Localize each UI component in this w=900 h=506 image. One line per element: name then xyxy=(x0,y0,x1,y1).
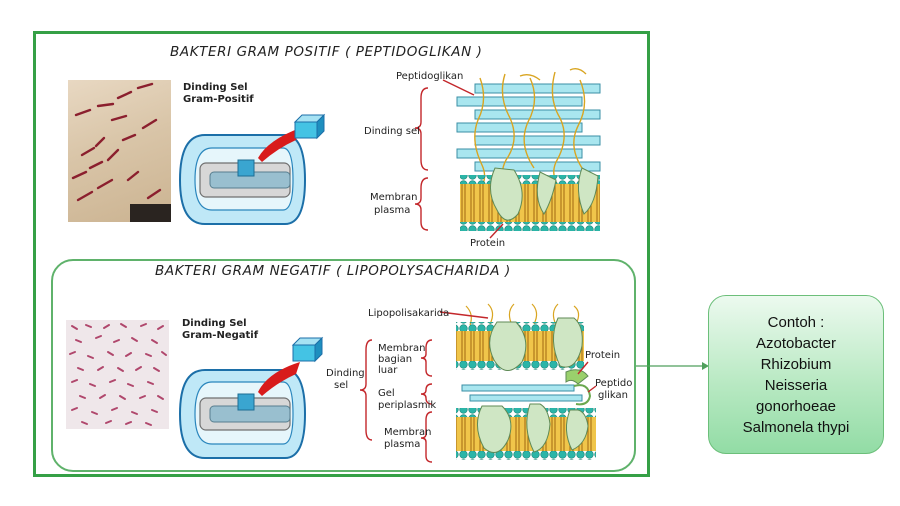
callout-wedge xyxy=(258,128,300,162)
label-cell-wall-neg-2: sel xyxy=(334,380,348,391)
zoom-cube xyxy=(293,113,326,140)
label-lipopolysaccharide: Lipopolisakarida xyxy=(368,308,449,319)
example-item: Salmonela thypi xyxy=(742,418,850,436)
gram-negative-frame xyxy=(51,259,636,472)
example-item: Azotobacter xyxy=(755,334,837,352)
label-cell-wall-neg-1: Dinding xyxy=(326,368,365,379)
gram-positive-title: BAKTERI GRAM POSITIF ( PEPTIDOGLIKAN ) xyxy=(170,44,483,60)
gram-negative-cell-drawing xyxy=(178,336,324,459)
gram-negative-outer-membrane xyxy=(456,303,589,385)
label-outer-membrane-3: luar xyxy=(378,365,398,376)
label-cell-wall: Dinding sel xyxy=(364,126,420,137)
gram-negative-periplasm xyxy=(461,384,592,406)
label-outer-membrane-1: Membran xyxy=(378,343,425,354)
label-gel-1: Gel xyxy=(378,388,395,399)
label-peptidoglycan: Peptidoglikan xyxy=(396,71,463,82)
gram-positive-cell-label: Dinding Sel Gram-Positif xyxy=(183,82,254,105)
gram-negative-micrograph xyxy=(66,320,169,429)
label-membrane-2: plasma xyxy=(374,205,410,216)
example-item: gonorhoeae xyxy=(755,397,837,415)
gram-positive-cell-drawing xyxy=(178,113,326,225)
label-plasma-membrane-1: Membran xyxy=(384,427,431,438)
gram-negative-plasma-membrane xyxy=(456,403,596,460)
gram-negative-title: BAKTERI GRAM NEGATIF ( LIPOPOLYSACHARIDA… xyxy=(155,263,511,279)
example-item: Neisseria xyxy=(764,376,828,394)
gram-positive-frame xyxy=(33,31,650,477)
membrane-protein xyxy=(490,167,523,221)
label-plasma-membrane-2: plasma xyxy=(384,439,420,450)
gram-positive-plasma-membrane xyxy=(460,167,600,231)
label-membrane-1: Membran xyxy=(370,192,417,203)
label-outer-membrane-2: bagian xyxy=(378,354,412,365)
example-item: Rhizobium xyxy=(760,355,832,373)
examples-box: Contoh : Azotobacter Rhizobium Neisseria… xyxy=(708,295,884,454)
label-protein-positive: Protein xyxy=(470,238,505,249)
label-gel-2: periplasmik xyxy=(378,400,436,411)
peptidoglycan-layers xyxy=(456,67,601,191)
label-peptido-2: glikan xyxy=(598,390,628,401)
gram-positive-micrograph xyxy=(68,80,171,222)
label-protein-negative: Protein xyxy=(585,350,620,361)
examples-heading: Contoh : xyxy=(767,313,825,331)
gram-negative-cell-label: Dinding Sel Gram-Negatif xyxy=(182,318,259,341)
label-peptido-1: Peptido xyxy=(595,378,632,389)
connector-arrow xyxy=(636,362,709,370)
